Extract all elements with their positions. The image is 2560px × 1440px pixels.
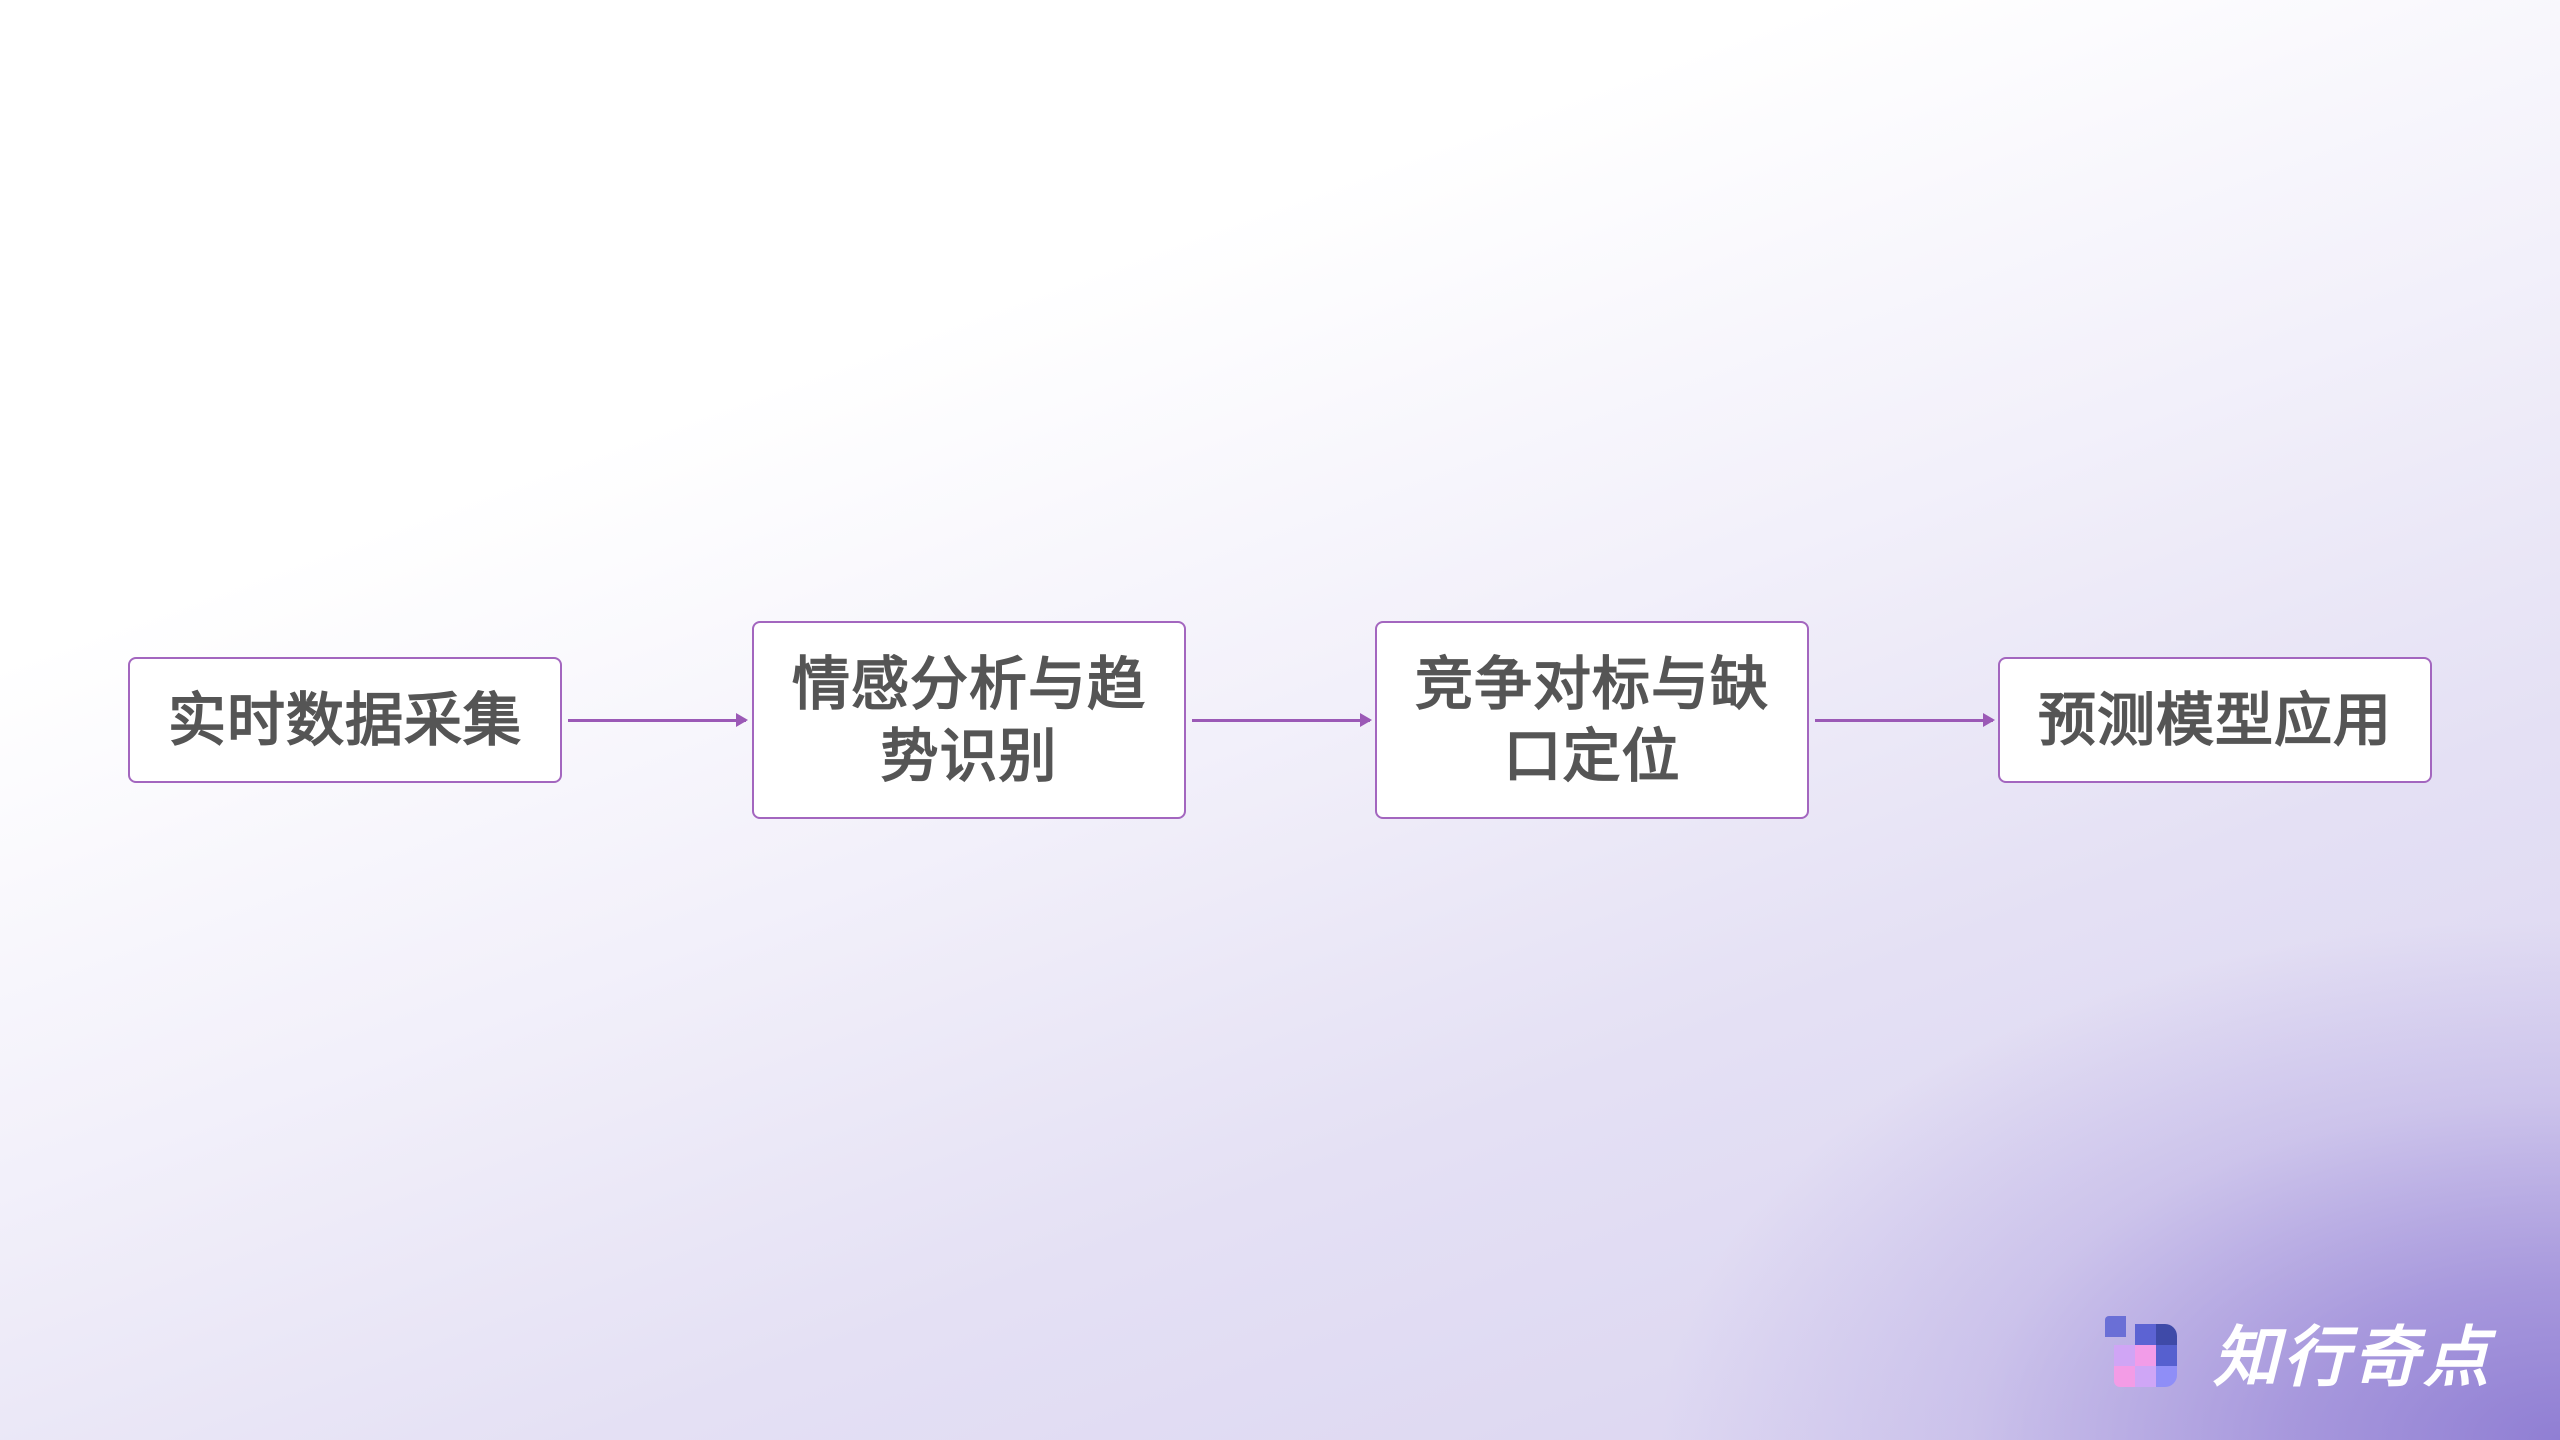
step-label-line2: 势识别 <box>880 722 1058 790</box>
step-label-line1: 情感分析与趋 <box>791 650 1146 718</box>
step-realtime-data-collection: 实时数据采集 <box>128 657 562 783</box>
step-label-line1: 竞争对标与缺 <box>1414 650 1769 718</box>
step-sentiment-trend-analysis: 情感分析与趋 势识别 <box>752 621 1186 819</box>
step-label-line2: 口定位 <box>1503 722 1681 790</box>
brand-name: 知行奇点 <box>2213 1319 2493 1396</box>
pixel-grid-logo-icon <box>2105 1316 2177 1388</box>
arrow-connector <box>1815 713 1995 727</box>
brand-logo: 知行奇点 <box>2105 1316 2493 1396</box>
arrow-connector <box>1192 713 1372 727</box>
step-label: 预测模型应用 <box>2037 686 2392 754</box>
step-predictive-model-application: 预测模型应用 <box>1998 657 2432 783</box>
arrow-connector <box>568 713 748 727</box>
step-competitive-benchmarking: 竞争对标与缺 口定位 <box>1375 621 1809 819</box>
step-label: 实时数据采集 <box>167 686 522 754</box>
